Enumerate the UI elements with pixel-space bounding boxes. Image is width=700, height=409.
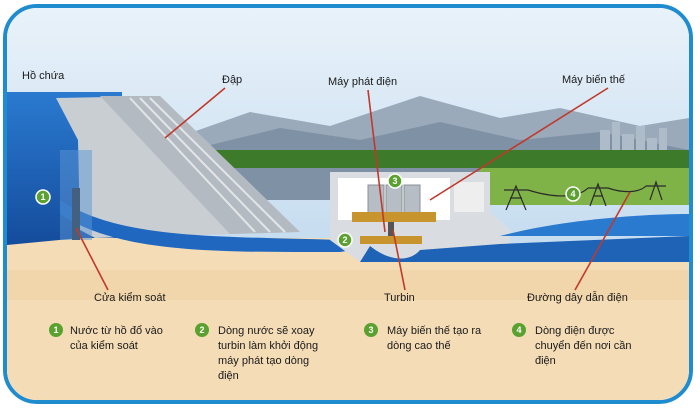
label-dam: Đập [222,74,242,86]
svg-text:1: 1 [53,325,58,335]
ground-band [7,270,689,300]
marker-1: 1 [35,189,51,205]
tailrace [360,236,689,262]
svg-text:turbin làm khởi động: turbin làm khởi động [218,340,318,352]
label-turbine: Turbin [384,292,415,304]
shaft [388,222,394,236]
marker-2: 2 [337,232,353,248]
svg-text:điện: điện [535,355,556,367]
svg-text:2: 2 [199,325,204,335]
label-transformer: Máy biến thế [562,74,625,86]
generator-base [352,212,436,222]
grassland [480,168,689,205]
step-3: 3 Máy biến thế tạo ra dòng cao thế [364,323,482,352]
forest [200,150,689,168]
svg-text:Dòng điện được: Dòng điện được [535,325,615,337]
penstock [60,200,380,253]
svg-text:3: 3 [368,325,373,335]
intake [60,150,92,240]
svg-text:1: 1 [40,192,45,202]
generator-drums [367,184,421,214]
label-power-line: Đường dây dẫn điện [527,291,628,304]
transformer-room [454,182,484,212]
svg-text:máy phát tạo dòng: máy phát tạo dòng [218,355,309,367]
ground [7,238,689,400]
svg-text:Dòng nước sẽ xoay: Dòng nước sẽ xoay [218,325,315,337]
step-4: 4 Dòng điện được chuyển đến nơi cần điện [512,323,632,367]
svg-text:4: 4 [516,325,521,335]
svg-text:Nước từ hồ đổ vào: Nước từ hồ đổ vào [70,325,163,337]
dam-face [100,96,300,234]
svg-text:2: 2 [342,235,347,245]
dam-stripes [129,97,286,233]
marker-4: 4 [565,186,581,202]
leader-lines [75,87,631,291]
step-1: 1 Nước từ hồ đổ vào của kiểm soát [49,323,163,352]
svg-text:điện: điện [218,370,239,382]
label-generator: Máy phát điện [328,76,397,88]
step-2: 2 Dòng nước sẽ xoay turbin làm khởi động… [195,323,318,382]
svg-text:Máy biến thế tạo ra: Máy biến thế tạo ra [387,325,482,337]
svg-text:của kiểm soát: của kiểm soát [70,340,138,352]
marker-3: 3 [387,173,403,189]
svg-text:dòng cao thế: dòng cao thế [387,340,451,352]
label-gate: Cửa kiểm soát [94,292,166,304]
river [500,214,689,236]
svg-text:3: 3 [392,176,397,186]
svg-text:4: 4 [570,189,575,199]
label-reservoir: Hồ chứa [22,70,65,82]
turbine [360,236,422,244]
svg-text:chuyển đến nơi cần: chuyển đến nơi cần [535,340,632,352]
pylons [504,180,666,211]
